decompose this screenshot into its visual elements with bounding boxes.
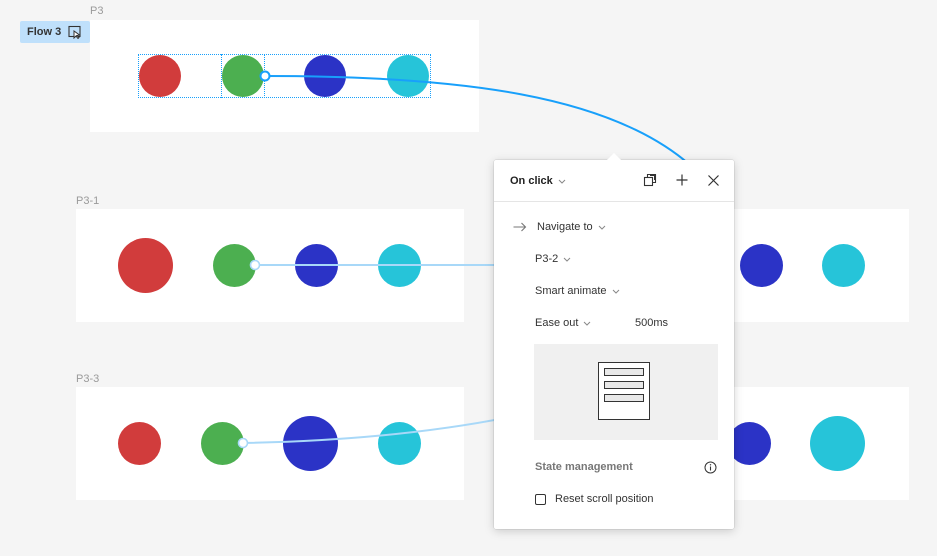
destination-dropdown[interactable]: P3-2	[535, 251, 571, 267]
info-icon[interactable]	[701, 458, 719, 476]
red-circle[interactable]	[139, 55, 181, 97]
reset-scroll-checkbox[interactable]	[535, 493, 546, 505]
chevron-down-icon	[598, 225, 606, 230]
red-circle[interactable]	[118, 238, 173, 293]
blue-circle[interactable]	[740, 244, 783, 287]
frame-label-p3-1: P3-1	[76, 195, 100, 207]
selected-layer-outline	[221, 54, 265, 98]
blue-circle[interactable]	[728, 422, 771, 465]
green-circle[interactable]	[213, 244, 256, 287]
copy-icon[interactable]	[641, 171, 659, 189]
reset-scroll-label: Reset scroll position	[555, 493, 654, 505]
cyan-circle[interactable]	[822, 244, 865, 287]
easing-label: Ease out	[535, 317, 579, 329]
frame-p3-1[interactable]	[76, 209, 464, 322]
flow-start-tag[interactable]: Flow 3	[20, 21, 90, 43]
device-preview-icon	[598, 362, 650, 420]
play-frame-icon	[68, 25, 82, 39]
plus-icon[interactable]	[673, 171, 691, 189]
state-management-label: State management	[535, 461, 633, 473]
frame-p3-2[interactable]	[700, 209, 909, 322]
selection-bounds	[138, 54, 431, 98]
animation-label: Smart animate	[535, 285, 607, 297]
animation-dropdown[interactable]: Smart animate	[535, 283, 620, 299]
arrow-right-icon	[513, 222, 527, 232]
interaction-details-panel: On click Navigate to P3-2 Smart ani	[494, 153, 734, 529]
blue-circle[interactable]	[283, 416, 338, 471]
frame-label-p3-3: P3-3	[76, 373, 100, 385]
frame-p3-3[interactable]	[76, 387, 464, 500]
frame-p3-4[interactable]	[700, 387, 909, 500]
trigger-dropdown[interactable]: On click	[510, 173, 566, 189]
destination-label: P3-2	[535, 253, 559, 265]
trigger-label: On click	[510, 175, 553, 187]
duration-input[interactable]: 500ms	[635, 315, 668, 331]
easing-dropdown[interactable]: Ease out	[535, 315, 591, 331]
frame-label-p3: P3	[90, 5, 104, 17]
blue-circle[interactable]	[295, 244, 338, 287]
chevron-down-icon	[583, 321, 591, 326]
action-label: Navigate to	[537, 221, 593, 233]
cyan-circle[interactable]	[378, 244, 421, 287]
duration-value: 500ms	[635, 317, 669, 329]
action-dropdown[interactable]: Navigate to	[513, 219, 606, 235]
chevron-down-icon	[612, 289, 620, 294]
panel-divider	[494, 201, 734, 202]
chevron-down-icon	[563, 257, 571, 262]
reset-scroll-option[interactable]: Reset scroll position	[535, 491, 653, 507]
state-management-heading: State management	[535, 459, 633, 475]
green-circle[interactable]	[201, 422, 244, 465]
flow-label: Flow 3	[27, 26, 62, 38]
close-icon[interactable]	[704, 171, 722, 189]
panel-caret	[607, 153, 621, 160]
animation-preview	[534, 344, 718, 440]
red-circle[interactable]	[118, 422, 161, 465]
cyan-circle[interactable]	[378, 422, 421, 465]
cyan-circle[interactable]	[810, 416, 865, 471]
chevron-down-icon	[558, 179, 566, 184]
green-circle[interactable]	[222, 55, 264, 97]
